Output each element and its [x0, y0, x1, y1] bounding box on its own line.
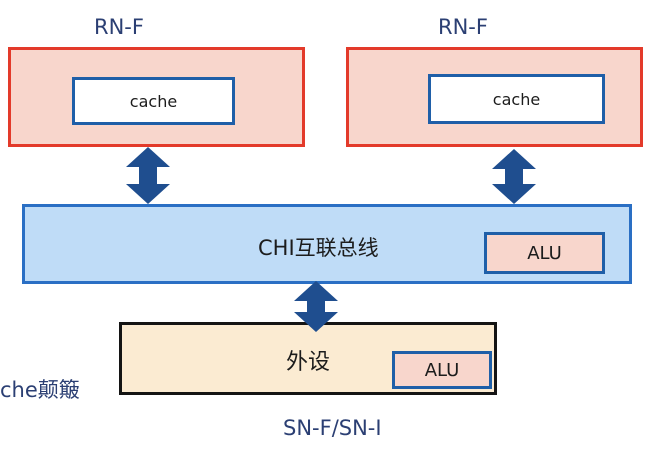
arrow-left-to-bus [126, 147, 170, 204]
peripheral-box: 外设 ALU [119, 322, 497, 395]
side-partial-text: che颠簸 [0, 378, 80, 402]
peripheral-caption: SN-F/SN-I [283, 416, 382, 440]
cache-right-box: cache [428, 74, 605, 124]
arrow-bus-to-peripheral [294, 281, 338, 332]
bus-alu-box: ALU [484, 232, 605, 274]
rn-f-right-title: RN-F [438, 15, 488, 39]
peripheral-alu-box: ALU [392, 351, 492, 389]
arrow-right-to-bus [492, 149, 536, 204]
cache-left-box: cache [72, 77, 235, 125]
chi-bus-box: CHI互联总线 ALU [22, 204, 632, 284]
chi-bus-label: CHI互联总线 [258, 236, 379, 260]
rn-f-left-title: RN-F [94, 15, 144, 39]
rn-f-left-box: cache [8, 47, 305, 147]
peripheral-label: 外设 [286, 350, 331, 375]
rn-f-right-box: cache [346, 47, 643, 147]
